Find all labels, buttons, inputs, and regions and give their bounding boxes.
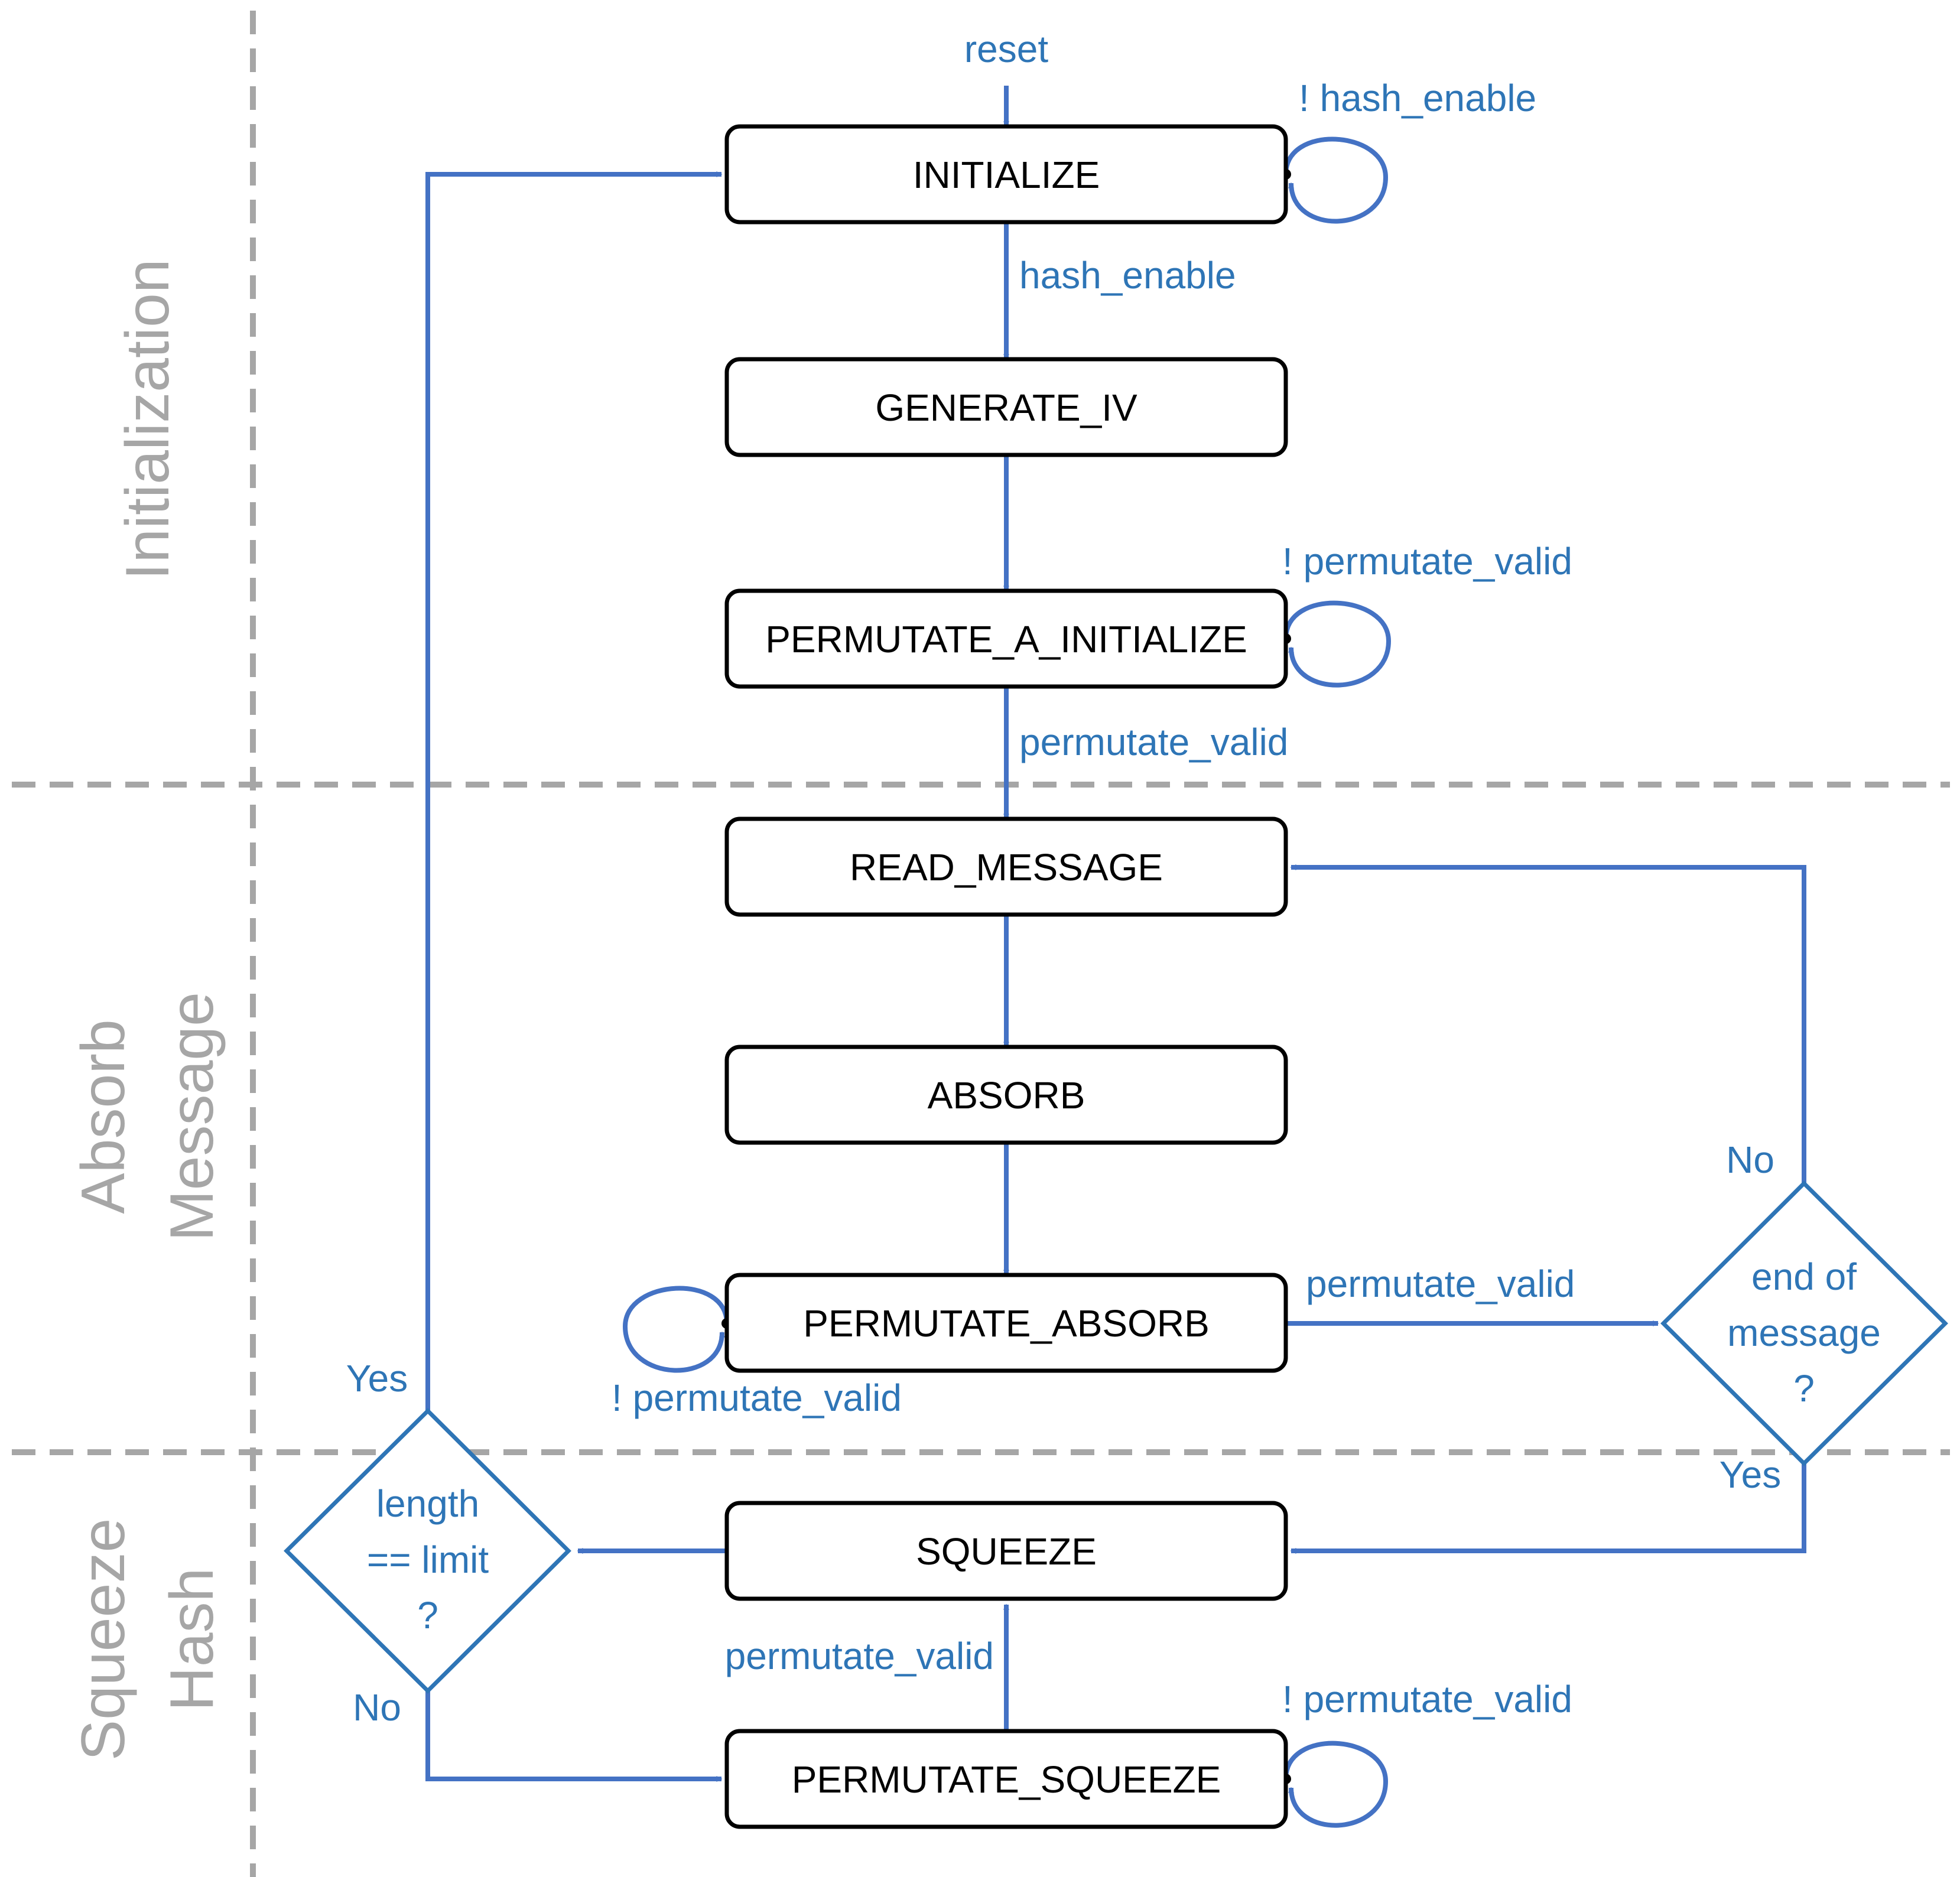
decision-end-of-message: end of message ? xyxy=(1660,1180,1948,1466)
state-read-message: READ_MESSAGE xyxy=(724,816,1288,917)
state-squeeze: SQUEEZE xyxy=(724,1501,1288,1601)
state-absorb-label: ABSORB xyxy=(928,1074,1085,1117)
decision-length-limit-line1: length xyxy=(376,1482,479,1525)
section-dividers xyxy=(12,11,1950,1877)
section-label-hash: Hash xyxy=(158,1568,226,1712)
label-yes-end-of-message: Yes xyxy=(1720,1453,1781,1496)
label-no-length-limit: No xyxy=(353,1686,401,1729)
state-read-message-label: READ_MESSAGE xyxy=(850,846,1163,889)
section-label-initialization: Initialization xyxy=(113,259,182,580)
state-permutate-a-initialize-box xyxy=(724,588,1288,689)
state-permutate-a-initialize-label: PERMUTATE_A_INITIALIZE xyxy=(765,618,1247,661)
label-hash-enable: hash_enable xyxy=(1019,254,1236,297)
decision-length-limit: length == limit ? xyxy=(284,1408,571,1694)
state-permutate-squeeze: PERMUTATE_SQUEEZE xyxy=(724,1729,1288,1829)
state-read-message-box xyxy=(724,816,1288,917)
label-no-end-of-message: No xyxy=(1726,1138,1774,1181)
state-initialize-label: INITIALIZE xyxy=(913,154,1100,196)
state-squeeze-box xyxy=(724,1501,1288,1601)
label-not-permutate-valid-absorb: ! permutate_valid xyxy=(612,1377,902,1419)
state-permutate-squeeze-label: PERMUTATE_SQUEEZE xyxy=(792,1758,1221,1801)
state-initialize-box xyxy=(724,124,1288,225)
state-absorb: ABSORB xyxy=(724,1045,1288,1145)
state-permutate-a-initialize: PERMUTATE_A_INITIALIZE xyxy=(724,588,1288,689)
edge-labels: reset ! hash_enable hash_enable ! permut… xyxy=(346,28,1781,1729)
state-permutate-squeeze-box xyxy=(724,1729,1288,1829)
decision-length-limit-line2: == limit xyxy=(367,1538,489,1581)
label-not-permutate-valid-init: ! permutate_valid xyxy=(1282,540,1572,583)
length-limit-yes-arrow xyxy=(425,171,723,1411)
state-absorb-box xyxy=(724,1045,1288,1145)
initialize-self-loop xyxy=(1283,136,1389,224)
permutate-squeeze-self-loop xyxy=(1283,1741,1389,1828)
permutate-init-self-loop xyxy=(1283,600,1392,688)
label-permutate-valid-init: permutate_valid xyxy=(1019,721,1288,763)
decisions: end of message ? length == limit ? xyxy=(284,1180,1948,1694)
section-labels: Initialization Absorb Message Squeeze Ha… xyxy=(69,259,226,1761)
decision-end-of-message-line1: end of xyxy=(1751,1255,1857,1298)
end-of-message-no-arrow xyxy=(1290,864,1806,1183)
state-permutate-absorb: PERMUTATE_ABSORB xyxy=(724,1273,1288,1373)
state-squeeze-label: SQUEEZE xyxy=(916,1530,1097,1573)
length-limit-no-arrow xyxy=(425,1691,723,1782)
decision-end-of-message-line2: message xyxy=(1727,1312,1881,1354)
section-label-message: Message xyxy=(158,992,226,1241)
label-not-permutate-valid-squeeze: ! permutate_valid xyxy=(1282,1678,1572,1720)
state-generate-iv-box xyxy=(724,357,1288,457)
states: INITIALIZE GENERATE_IV PERMUTATE_A_INITI… xyxy=(724,124,1288,1829)
decision-end-of-message-diamond xyxy=(1660,1180,1948,1466)
end-of-message-yes-arrow xyxy=(1290,1463,1806,1554)
state-permutate-absorb-label: PERMUTATE_ABSORB xyxy=(803,1302,1210,1345)
label-permutate-valid-squeeze: permutate_valid xyxy=(725,1635,994,1677)
decision-length-limit-line3: ? xyxy=(417,1594,438,1637)
section-label-absorb: Absorb xyxy=(69,1019,138,1214)
state-generate-iv: GENERATE_IV xyxy=(724,357,1288,457)
decision-length-limit-diamond xyxy=(284,1408,571,1694)
label-yes-length-limit: Yes xyxy=(346,1357,408,1400)
state-initialize: INITIALIZE xyxy=(724,124,1288,225)
state-generate-iv-label: GENERATE_IV xyxy=(875,386,1137,429)
label-permutate-valid-absorb: permutate_valid xyxy=(1306,1263,1575,1305)
decision-end-of-message-line3: ? xyxy=(1793,1367,1815,1410)
permutate-absorb-self-loop xyxy=(622,1286,729,1373)
state-permutate-absorb-box xyxy=(724,1273,1288,1373)
section-label-squeeze: Squeeze xyxy=(69,1518,138,1761)
transitions xyxy=(425,86,1806,1828)
label-reset: reset xyxy=(964,28,1049,70)
label-not-hash-enable: ! hash_enable xyxy=(1299,77,1536,119)
